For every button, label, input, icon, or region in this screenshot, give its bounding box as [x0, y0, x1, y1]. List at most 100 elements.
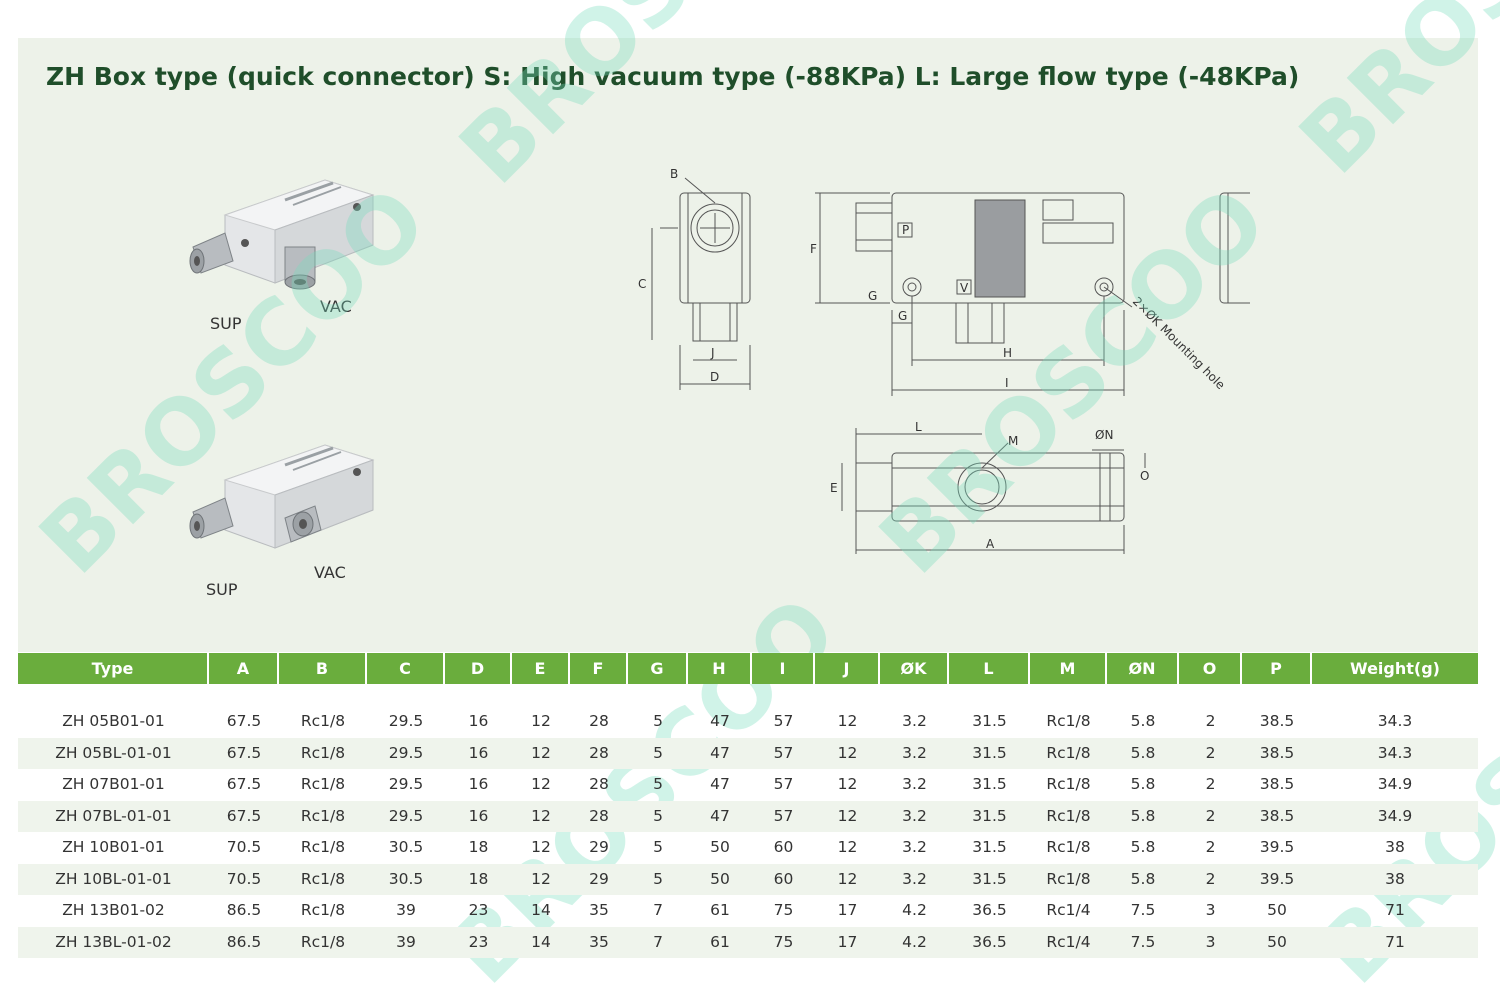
table-cell: 12 — [837, 806, 858, 825]
table-cell: 14 — [531, 901, 551, 919]
table-cell: 67.5 — [226, 806, 262, 825]
table-cell: 3.2 — [902, 775, 927, 793]
table-cell: 38 — [1385, 869, 1405, 888]
table-cell: 60 — [773, 838, 794, 856]
table-cell: 4.2 — [902, 901, 927, 919]
dim-label-i: I — [1005, 376, 1009, 390]
column-header-k: ØK — [880, 653, 949, 684]
table-cell: ZH 13B01-02 — [62, 901, 165, 919]
dim-label-b: B — [670, 167, 678, 181]
table-cell: 29.5 — [388, 775, 424, 793]
table-cell: 16 — [468, 775, 489, 793]
table-cell: 12 — [837, 838, 858, 856]
table-cell: 70.5 — [226, 869, 262, 888]
table-cell: 18 — [468, 838, 489, 856]
table-cell: 12 — [837, 869, 858, 888]
column-header-e: E — [512, 653, 570, 684]
table-cell: 38.5 — [1259, 775, 1295, 793]
table-cell: 86.5 — [226, 901, 262, 919]
table-cell: 4.2 — [902, 932, 927, 951]
table-cell: ZH 07BL-01-01 — [55, 806, 172, 825]
dim-label-o: O — [1140, 469, 1149, 483]
table-cell: 2 — [1205, 743, 1216, 762]
table-cell: 50 — [710, 869, 730, 888]
table-cell: 5.8 — [1130, 869, 1156, 888]
table-cell: 34.3 — [1377, 712, 1413, 730]
mounting-hole-label: 2×ØK Mounting hole — [1130, 294, 1228, 392]
table-cell: 5 — [653, 806, 663, 825]
table-cell: 60 — [773, 869, 794, 888]
table-cell: 3 — [1205, 901, 1216, 919]
table-cell: 34.9 — [1377, 775, 1413, 793]
table-cell: 35 — [589, 932, 609, 951]
table-cell: 38.5 — [1259, 806, 1295, 825]
table-cell: 39.5 — [1259, 869, 1295, 888]
table-cell: 67.5 — [226, 775, 262, 793]
table-cell: 3.2 — [902, 743, 927, 762]
table-cell: Rc1/8 — [1046, 743, 1091, 762]
table-cell: 86.5 — [226, 932, 262, 951]
table-cell: 5 — [653, 869, 663, 888]
table-cell: Rc1/4 — [1046, 932, 1091, 951]
column-header-f: F — [570, 653, 628, 684]
table-cell: 5.8 — [1130, 806, 1156, 825]
table-cell: Rc1/8 — [300, 932, 346, 951]
product-image-s-type — [189, 179, 375, 290]
table-cell: 16 — [468, 712, 489, 730]
table-cell: 50 — [1267, 901, 1287, 919]
table-cell: 12 — [837, 712, 858, 730]
table-cell: 16 — [468, 743, 489, 762]
table-cell: 47 — [710, 806, 730, 825]
sup-label: SUP — [210, 314, 242, 333]
table-cell: 3.2 — [902, 712, 927, 730]
table-cell: Rc1/8 — [300, 743, 346, 762]
table-cell: 17 — [837, 932, 858, 951]
table-cell: 39.5 — [1259, 838, 1295, 856]
table-cell: ZH 07B01-01 — [62, 775, 165, 793]
table-cell: 39 — [396, 901, 416, 919]
table-cell: Rc1/8 — [300, 775, 346, 793]
table-cell: 47 — [710, 743, 730, 762]
table-cell: 36.5 — [972, 901, 1007, 919]
table-cell: 30.5 — [388, 838, 424, 856]
table-cell: 5.8 — [1130, 712, 1156, 730]
column-header-l: L — [949, 653, 1030, 684]
table-cell: Rc1/8 — [300, 901, 346, 919]
table-cell: 7.5 — [1130, 932, 1156, 951]
table-cell: 2 — [1205, 806, 1216, 825]
table-cell: 5 — [653, 743, 663, 762]
product-image-l-type — [189, 444, 375, 549]
table-cell: 28 — [589, 806, 609, 825]
dim-label-h: H — [1003, 346, 1012, 360]
dim-label-g-horizontal: G — [898, 309, 907, 323]
page-title: ZH Box type (quick connector) S: High va… — [46, 62, 1300, 91]
table-cell: 5.8 — [1130, 743, 1156, 762]
dim-label-e: E — [830, 481, 838, 495]
column-header-b: B — [279, 653, 367, 684]
dim-label-g-vertical: G — [868, 289, 877, 303]
table-cell: 5.8 — [1130, 838, 1156, 856]
column-header-h: H — [688, 653, 752, 684]
table-cell: 50 — [1267, 932, 1287, 951]
dim-label-n: ØN — [1095, 428, 1113, 442]
column-header-m: M — [1030, 653, 1107, 684]
table-cell: 12 — [531, 869, 551, 888]
table-cell: 12 — [531, 712, 551, 730]
column-header-n: ØN — [1107, 653, 1179, 684]
dim-label-a: A — [986, 537, 995, 551]
table-cell: 38.5 — [1259, 712, 1295, 730]
table-cell: 71 — [1385, 901, 1405, 919]
table-cell: Rc1/8 — [300, 806, 346, 825]
table-cell: Rc1/8 — [1046, 775, 1091, 793]
table-cell: 5.8 — [1130, 775, 1156, 793]
table-cell: 71 — [1385, 932, 1405, 951]
table-cell: ZH 10B01-01 — [62, 838, 165, 856]
table-cell: 61 — [710, 932, 730, 951]
table-cell: 57 — [773, 775, 794, 793]
column-header-d: D — [445, 653, 512, 684]
table-cell: 30.5 — [388, 869, 424, 888]
